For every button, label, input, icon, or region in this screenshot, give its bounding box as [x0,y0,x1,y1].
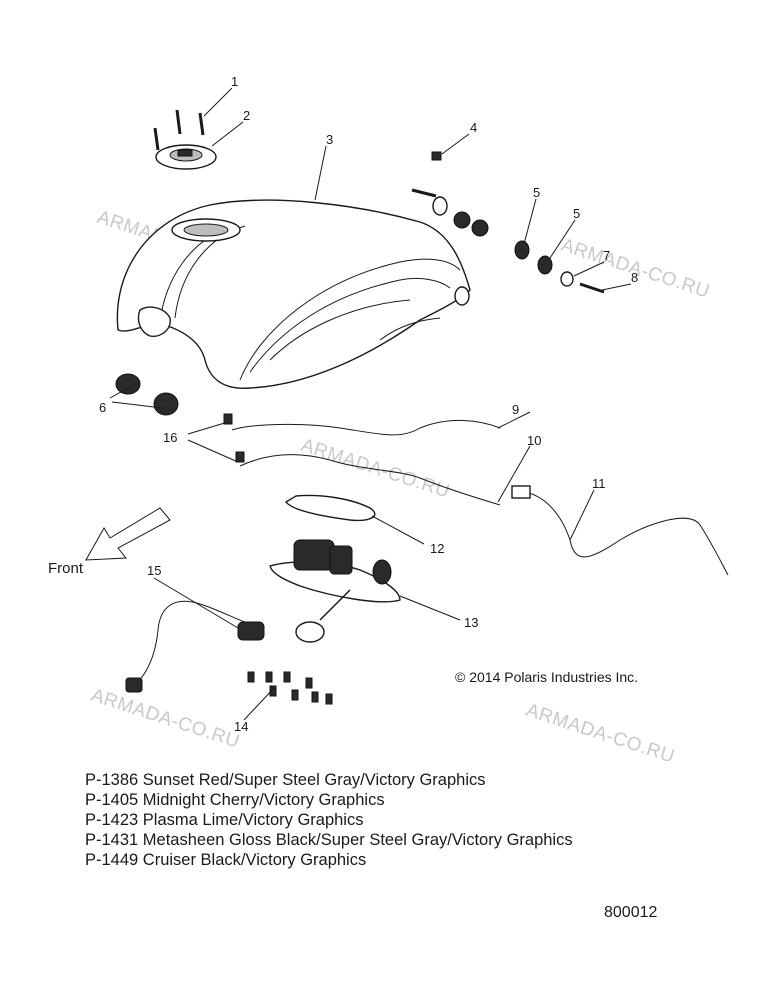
copyright-text: © 2014 Polaris Industries Inc. [455,669,638,685]
callout-4: 4 [470,120,477,135]
fuel-pump-assembly [269,539,401,643]
screw-set-14 [247,671,333,705]
legend-item: P-1431 Metasheen Gloss Black/Super Steel… [85,831,573,849]
fuel-tank [116,199,471,389]
watermark: ARMADA-CO.RU [88,685,242,753]
callout-13: 13 [464,615,478,630]
model-legend: P-1386 Sunset Red/Super Steel Gray/Victo… [85,770,573,870]
fuel-hose-15 [125,600,265,693]
grommets [115,373,179,416]
mount-hardware [411,151,605,294]
callout-1: 1 [231,74,238,89]
callout-5b: 5 [573,206,580,221]
fuel-line-11 [511,485,729,576]
callout-9: 9 [512,402,519,417]
callout-5a: 5 [533,185,540,200]
leader-lines [109,87,632,721]
diagram-number: 800012 [604,904,658,921]
filler-cap-ring [155,144,217,170]
callout-11: 11 [592,476,606,491]
legend-item: P-1423 Plasma Lime/Victory Graphics [85,811,364,829]
watermark: ARMADA-CO.RU [558,235,712,303]
legend-item: P-1405 Midnight Cherry/Victory Graphics [85,791,385,809]
callout-10: 10 [527,433,541,448]
front-arrow-icon [85,507,171,561]
front-label: Front [48,560,84,577]
legend-item: P-1386 Sunset Red/Super Steel Gray/Victo… [85,771,486,789]
pump-gasket [284,494,376,522]
screw-set-1 [153,109,205,151]
callout-16: 16 [163,430,177,445]
legend-item: P-1449 Cruiser Black/Victory Graphics [85,851,367,869]
callout-8: 8 [631,270,638,285]
callout-6: 6 [99,400,106,415]
callout-7: 7 [603,248,610,263]
callout-14: 14 [234,719,248,734]
callout-3: 3 [326,132,333,147]
vent-hoses [223,413,501,506]
callout-2: 2 [243,108,250,123]
watermark: ARMADA-CO.RU [298,435,452,503]
callout-12: 12 [430,541,444,556]
callout-15: 15 [147,563,161,578]
watermark: ARMADA-CO.RU [523,700,677,768]
